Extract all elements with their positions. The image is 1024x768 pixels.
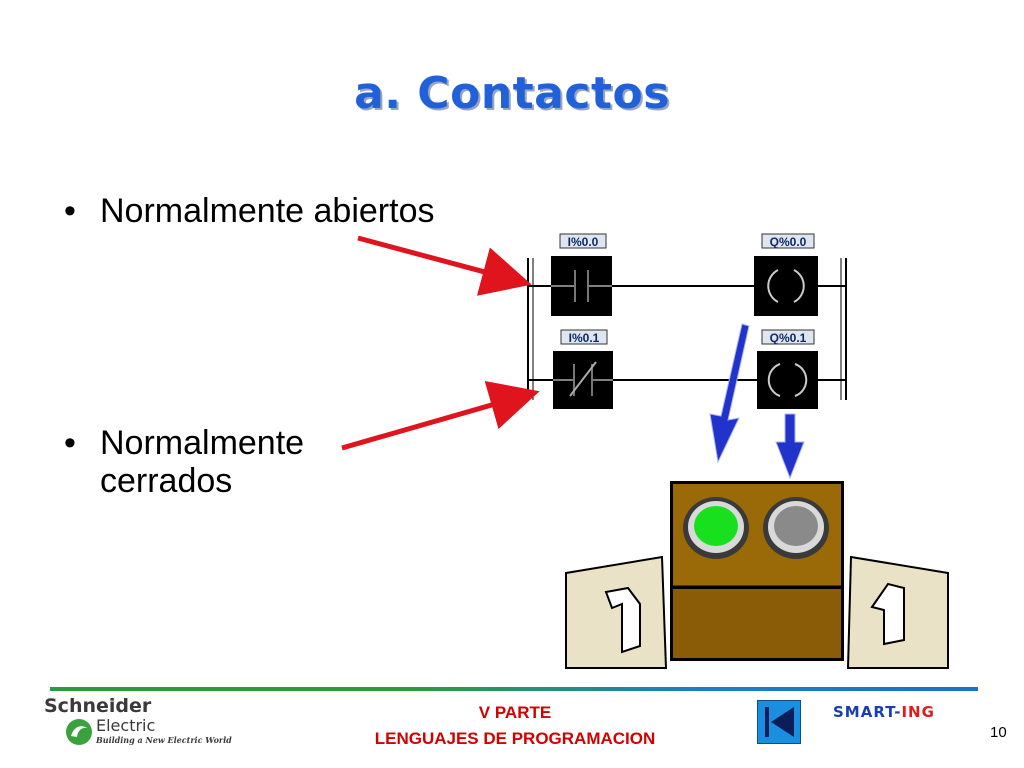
contact-no-label: I%0.0 — [568, 235, 599, 249]
bullet-text: Normalmente cerrados — [100, 424, 305, 500]
bullet-text: Normalmente abiertos — [100, 192, 435, 230]
contact-no-block — [551, 256, 612, 316]
coil-q0-label-box — [761, 233, 815, 249]
coil-q0-block — [754, 256, 818, 316]
left-power-rail — [527, 258, 534, 400]
logo-company: Schneider — [44, 695, 152, 717]
page-number: 10 — [990, 724, 1007, 741]
coil-q0-label: Q%0.0 — [770, 235, 807, 249]
slide-title: a. Contactos — [354, 68, 670, 119]
footer-title: V PARTE LENGUAJES DE PROGRAMACION — [300, 700, 730, 752]
coil-q1-label: Q%0.1 — [770, 331, 807, 345]
footer-title-line-2: LENGUAJES DE PROGRAMACION — [374, 729, 656, 748]
contact-no-label-box — [559, 233, 607, 249]
blue-arrow-left — [709, 323, 750, 464]
gray-lamp — [763, 497, 829, 559]
bullet-marker: • — [64, 424, 76, 462]
blue-arrow-right — [775, 413, 805, 480]
arrow-to-no-contact — [357, 235, 532, 296]
back-nav-button[interactable] — [757, 700, 801, 744]
footer-divider — [50, 687, 978, 691]
arrow-to-nc-contact — [341, 381, 540, 451]
brand-part-2: ING — [901, 703, 935, 721]
bullet-normally-open: • Normalmente abiertos — [64, 192, 435, 230]
switch-right-icon — [846, 555, 949, 669]
logo-tagline: Building a New Electric World — [96, 735, 232, 745]
contact-nc-label-box — [560, 329, 608, 345]
footer-title-line-1: V PARTE — [478, 703, 552, 722]
schneider-logo-icon — [66, 719, 92, 745]
coil-q1-label-box — [761, 329, 815, 345]
contact-nc-label: I%0.1 — [569, 331, 600, 345]
green-lamp — [683, 497, 749, 559]
bullet-marker: • — [64, 192, 76, 230]
right-power-rail — [840, 258, 847, 400]
logo-sub: Electric — [96, 716, 156, 735]
switch-left-icon — [565, 555, 668, 669]
back-nav-icon — [765, 707, 794, 737]
brand-part-1: SMART- — [833, 703, 902, 721]
coil-q1-block — [757, 351, 818, 409]
contact-nc-block — [553, 351, 613, 409]
bullet-normally-closed: • Normalmente cerrados — [64, 424, 360, 500]
smart-ing-logo: SMART-ING — [833, 703, 935, 721]
